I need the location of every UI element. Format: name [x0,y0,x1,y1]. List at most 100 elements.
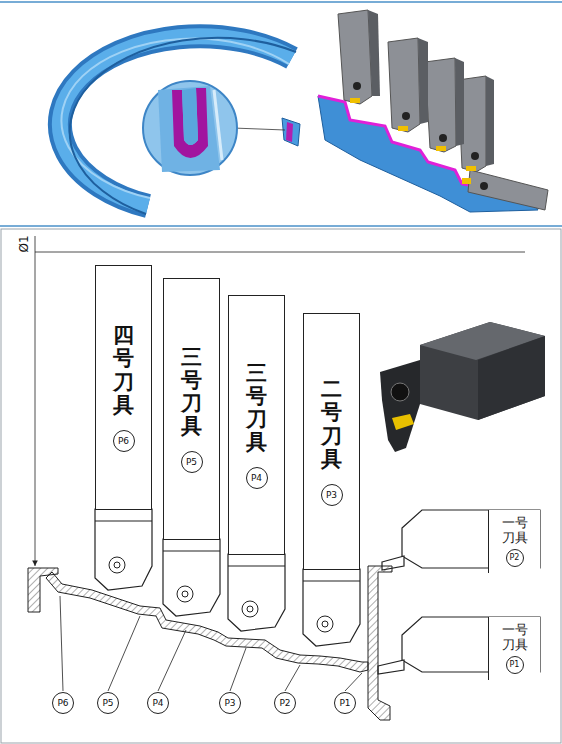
tool-name: 二号刀具 [321,377,342,469]
ring-render [158,86,220,172]
tool-name: 一号 刀具 [500,623,530,653]
panel-frame [0,225,562,227]
tool-heads [303,580,360,581]
tool-heads [163,539,220,616]
tools-render [353,82,361,90]
callout-number: P3 [321,484,343,506]
ring-render [233,128,285,130]
cutting-tool: 一号 刀具 P1 [488,617,540,680]
ring-render [282,118,300,146]
tools-render [425,58,456,152]
horizontal-holder [402,510,540,568]
callout-number: P3 [219,692,241,714]
ring-render [60,36,292,206]
tools-render [388,38,420,132]
tool-name: 一号 刀具 [500,516,530,546]
tool-render-inset [380,360,420,452]
cutting-tool: 四号刀具 P6 [95,265,152,510]
callout-number: P2 [274,692,296,714]
tool-render-inset [391,383,409,401]
tools-render [353,82,488,190]
screw [114,562,120,568]
workpiece-section [46,572,368,672]
callout-number: P6 [52,692,74,714]
workpiece-section [28,566,392,720]
leader-line [60,596,362,691]
ring-render [286,122,293,142]
cutting-tool: 一号 刀具 P2 [488,510,540,573]
workpiece-section [368,566,392,720]
tool-heads [95,509,152,590]
tools-render [350,98,360,103]
tool-heads [228,565,285,566]
ring-render [70,38,296,214]
tools-render [402,112,410,120]
tools-render [368,10,380,96]
tool-heads [228,554,285,631]
callout-number: P2 [506,549,524,567]
screw [322,621,328,627]
tools-render [455,58,464,146]
tools-render [471,152,479,160]
tools-render [338,10,372,104]
dimension-line [35,236,36,566]
ring-render [214,90,222,160]
leader-line [230,648,246,691]
tools-render [350,98,476,184]
cutting-tool: 二号刀具 P3 [303,313,360,570]
screw [109,557,125,573]
leader-line [285,665,300,691]
tool-render-inset [392,414,414,430]
screw [247,606,253,612]
tools-render [318,10,548,212]
callout-number: P5 [181,451,203,473]
tool-heads [163,550,220,551]
tools-render [466,166,476,171]
callout-number: P5 [97,692,119,714]
tool-render-inset [478,336,545,420]
tools-render [338,10,548,210]
callout-number: P6 [113,430,135,452]
tool-name: 四号刀具 [113,323,134,415]
leader-line [60,596,63,691]
callout-number: P4 [147,692,169,714]
tool-heads [95,520,152,521]
panel-frame [0,1,562,3]
leader-line [108,616,140,691]
tools-render [368,10,494,166]
screw [177,586,193,602]
leader-line [345,673,362,691]
tool-render-inset [380,322,545,452]
dimension-line [35,252,525,253]
ring-render [60,36,300,214]
screw [317,616,333,632]
tools-render [462,178,471,184]
callout-number: P1 [334,692,356,714]
panel-frame [1,229,561,743]
ring-render [61,39,289,198]
dimension-label: Ø1 [17,234,31,253]
tools-render [439,134,447,142]
tools-render [486,76,494,166]
tools-render [480,182,488,190]
screw [182,591,188,597]
tools-render [418,38,428,124]
cutting-tool: 三号刀具 P5 [163,278,220,540]
horizontal-holder [378,660,404,674]
tools-render [436,146,446,151]
ring-render [143,81,237,175]
tools-render [398,126,408,131]
ring-render [172,88,208,158]
tool-name: 三号刀具 [246,361,267,453]
tools-render [468,170,548,210]
callout-number: P1 [506,656,524,674]
ring-render [182,88,198,145]
leader-line [158,630,186,691]
tool-render-inset [420,322,545,420]
cutting-tool: 三号刀具P4 [228,295,285,555]
screw [242,601,258,617]
tool-name: 三号刀具 [181,345,202,437]
horizontal-holder [378,510,540,674]
